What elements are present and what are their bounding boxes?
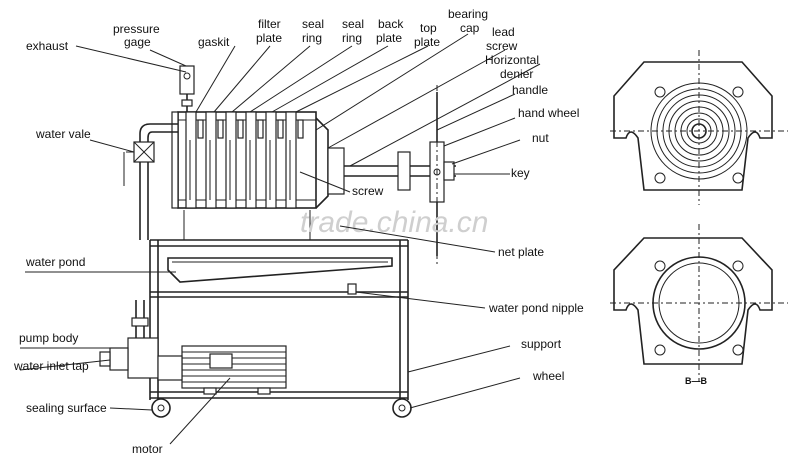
labels: exhaust pressure gage gaskit filter plat…	[13, 7, 584, 456]
label-back-plate-line1: back	[378, 17, 404, 31]
watermark: trade.china.cn	[300, 206, 488, 239]
label-handle: handle	[512, 83, 548, 97]
label-lead-screw-line1: lead	[492, 25, 515, 39]
label-pressure-gage-line2: gage	[124, 35, 151, 49]
label-pump-body: pump body	[19, 331, 78, 345]
label-support: support	[521, 337, 562, 351]
label-back-plate-line2: plate	[376, 31, 402, 45]
motor	[157, 345, 287, 395]
label-seal-ring-a-line1: seal	[302, 17, 324, 31]
label-top-plate-line1: top	[420, 21, 437, 35]
lead-screw-assembly	[344, 85, 456, 264]
water-vale-pipe	[123, 123, 178, 240]
label-water-pond: water pond	[25, 255, 85, 269]
label-bearing-cap-line1: bearing	[448, 7, 488, 21]
label-hand-wheel: hand wheel	[518, 106, 579, 120]
label-seal-ring-a-line2: ring	[302, 31, 322, 45]
label-top-plate-line2: plate	[414, 35, 440, 49]
label-gaskit: gaskit	[198, 35, 230, 49]
label-motor: motor	[132, 442, 163, 456]
label-filter-plate-line1: filter	[258, 17, 281, 31]
label-water-pond-nipple: water pond nipple	[488, 301, 584, 315]
section-view-top	[610, 50, 788, 205]
water-pond-tray	[167, 257, 393, 295]
label-horizontal-denier-line2: denier	[500, 67, 533, 81]
label-screw: screw	[352, 184, 384, 198]
label-filter-plate-line2: plate	[256, 31, 282, 45]
leader-lines	[19, 33, 541, 445]
label-seal-ring-b-line2: ring	[342, 31, 362, 45]
label-water-vale: water vale	[35, 127, 91, 141]
cart-frame	[149, 210, 409, 400]
label-wheel: wheel	[532, 369, 564, 383]
label-nut: nut	[532, 131, 549, 145]
label-sealing-surface: sealing surface	[26, 401, 107, 415]
section-view-bottom: B—B	[610, 224, 788, 386]
wheels	[151, 398, 412, 418]
filter-press-assembly	[99, 65, 456, 418]
label-horizontal-denier-line1: Horizontal	[485, 53, 539, 67]
label-exhaust: exhaust	[26, 39, 69, 53]
label-key: key	[511, 166, 530, 180]
exhaust-pipe	[179, 65, 195, 112]
section-label: B—B	[685, 376, 707, 386]
label-seal-ring-b-line1: seal	[342, 17, 364, 31]
filter-plate-stack	[171, 111, 345, 209]
label-water-inlet-tap: water inlet tap	[13, 359, 89, 373]
label-lead-screw-line2: screw	[486, 39, 518, 53]
label-pressure-gage-line1: pressure	[113, 22, 160, 36]
pump-body	[99, 300, 159, 379]
label-bearing-cap-line2: cap	[460, 21, 480, 35]
label-net-plate: net plate	[498, 245, 544, 259]
